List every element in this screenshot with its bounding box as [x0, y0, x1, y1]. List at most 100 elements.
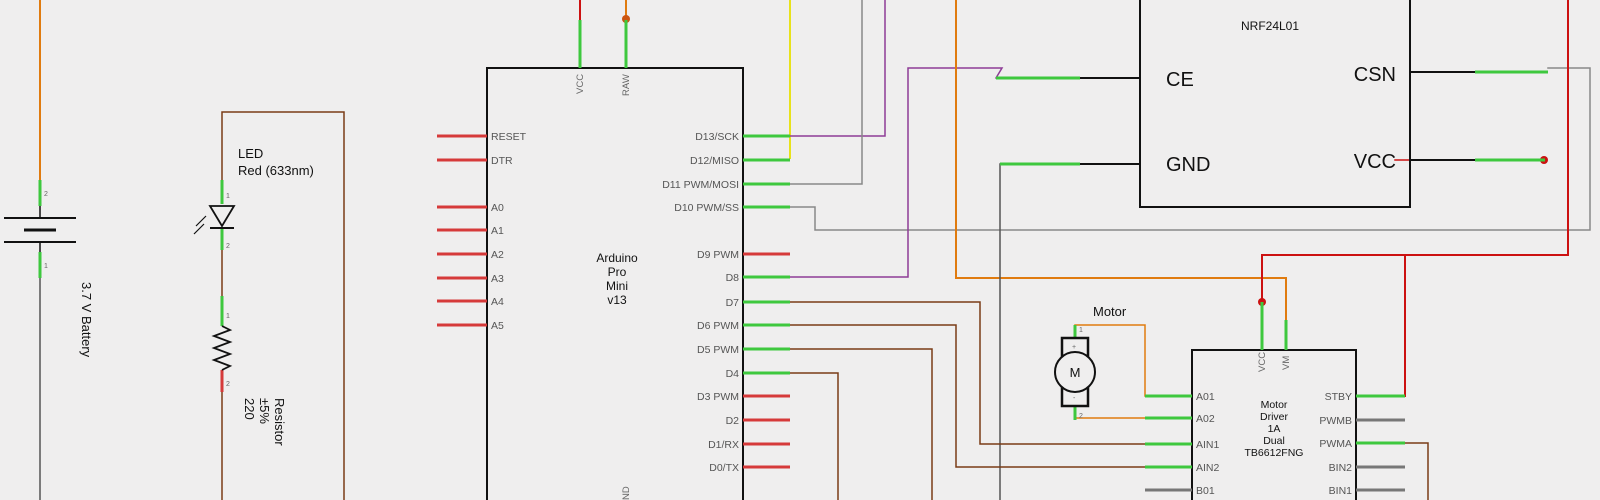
raw-junction-dot — [622, 15, 630, 23]
led-diode-triangle — [208, 205, 236, 228]
nrf-title: NRF24L01 — [1241, 19, 1299, 33]
nrf-pin-csn-label: CSN — [1354, 64, 1396, 86]
driver-title-line-5: TB6612FNG — [1245, 447, 1304, 459]
battery[interactable]: 2 1 3.7 V Battery — [4, 180, 94, 358]
d4-wire — [789, 372, 839, 500]
arduino-pin-a1-label: A1 — [491, 225, 504, 237]
led[interactable]: 1 2 LED Red (633nm) — [193, 146, 314, 250]
led-pin-bottom-label: 2 — [226, 243, 230, 250]
driver-pin-a02-label: A02 — [1196, 413, 1215, 425]
driver-pin-vm-label: VM — [1281, 356, 1292, 370]
arduino-pin-a2-label: A2 — [491, 249, 504, 261]
arduino-pin-d11-label: D11 PWM/MOSI — [662, 179, 739, 191]
nrf-outline — [1139, 0, 1411, 208]
arduino-pin-d7-label: D7 — [726, 297, 740, 309]
arduino-pin-d0-label: D0/TX — [709, 462, 739, 474]
driver-pin-bin1-label: BIN1 — [1329, 485, 1353, 497]
driver-pin-ain1-label: AIN1 — [1196, 439, 1220, 451]
led-sublabel: Red (633nm) — [238, 163, 314, 178]
arduino-pin-a0-label: A0 — [491, 202, 504, 214]
resistor[interactable]: 1 2 Resistor ±5% 220 — [211, 296, 287, 446]
d10-gray-wire — [789, 67, 1591, 231]
wires — [39, 0, 1591, 500]
arduino-pin-d1-label: D1/RX — [708, 439, 739, 451]
arduino-pro-mini[interactable]: VCC RAW ND RESET DTR A0 A1 A2 A3 A4 A5 — [437, 20, 790, 500]
led-label: LED — [238, 146, 263, 161]
arduino-pin-d10-label: D10 PWM/SS — [674, 202, 739, 214]
motor-symbol: M — [1070, 365, 1081, 380]
d13-purple-wire — [789, 0, 886, 137]
arduino-pin-gnd-label: ND — [621, 486, 632, 500]
raw-to-vm-wire — [955, 0, 1287, 321]
arduino-title-line-3: Mini — [606, 279, 628, 293]
nrf-pin-ce-label: CE — [1166, 69, 1194, 91]
resistor-value: 220 — [242, 398, 257, 420]
motor-pin-top-label: 1 — [1079, 327, 1083, 334]
vcc-red-rail — [1261, 0, 1569, 321]
driver-pin-pwmb-label: PWMB — [1319, 415, 1352, 427]
d8-purple-wire — [789, 67, 1004, 278]
arduino-pin-d13-label: D13/SCK — [695, 131, 739, 143]
arduino-title: Arduino Pro Mini v13 — [596, 251, 638, 307]
motor-circle-icon — [1054, 351, 1096, 393]
arduino-pin-d4-label: D4 — [726, 368, 740, 380]
arduino-right-pins: D13/SCK D12/MISO D11 PWM/MOSI D10 PWM/SS… — [662, 131, 790, 474]
led-light-arrows-icon — [193, 215, 207, 235]
arduino-title-line-4: v13 — [607, 293, 627, 307]
motor-label: Motor — [1093, 304, 1127, 319]
driver-outline — [1191, 349, 1357, 500]
nrf-pin-gnd-label: GND — [1166, 154, 1210, 176]
arduino-pin-vcc-label: VCC — [575, 74, 586, 94]
arduino-pin-d3-label: D3 PWM — [697, 391, 739, 403]
arduino-pin-d2-label: D2 — [726, 415, 740, 427]
arduino-outline — [486, 67, 744, 500]
driver-pin-stby-label: STBY — [1325, 391, 1352, 403]
resistor-tolerance: ±5% — [257, 398, 272, 424]
arduino-pin-a3-label: A3 — [491, 273, 504, 285]
arduino-pin-d6-label: D6 PWM — [697, 320, 739, 332]
led-pin-top-label: 1 — [226, 193, 230, 200]
battery-pin-bottom-label: 1 — [44, 263, 48, 270]
arduino-pin-a5-label: A5 — [491, 320, 504, 332]
resistor-pin-top-label: 1 — [226, 313, 230, 320]
battery-pin-top-label: 2 — [44, 191, 48, 198]
d5-wire — [789, 348, 933, 500]
stby-red-wire — [1389, 254, 1406, 397]
driver-pin-vcc-label: VCC — [1257, 352, 1268, 372]
arduino-pin-a4-label: A4 — [491, 296, 504, 308]
arduino-pin-raw-label: RAW — [621, 74, 632, 96]
nrf-pin-vcc-label: VCC — [1354, 151, 1396, 173]
arduino-pin-dtr-label: DTR — [491, 155, 513, 167]
d11-gray-wire — [789, 0, 863, 185]
arduino-left-pins: RESET DTR A0 A1 A2 A3 A4 A5 — [437, 131, 527, 332]
arduino-pin-d8-label: D8 — [726, 272, 740, 284]
d6-wire — [789, 324, 1146, 468]
nrf24l01-module[interactable]: NRF24L01 CE GND CSN VCC — [996, 0, 1548, 208]
motor-driver[interactable]: VCC VM A01 A02 AIN1 AIN2 B01 STBY PWMB P… — [1145, 302, 1405, 500]
driver-title-line-3: 1A — [1268, 423, 1281, 435]
arduino-title-line-1: Arduino — [596, 251, 638, 265]
driver-pin-a01-label: A01 — [1196, 391, 1215, 403]
driver-title: Motor Driver 1A Dual TB6612FNG — [1245, 399, 1304, 459]
driver-title-line-2: Driver — [1260, 411, 1289, 423]
arduino-pin-d12-label: D12/MISO — [690, 155, 739, 167]
d7-wire — [789, 301, 1146, 445]
driver-title-line-4: Dual — [1263, 435, 1285, 447]
resistor-pin-bottom-label: 2 — [226, 381, 230, 388]
resistor-label: Resistor — [272, 398, 287, 446]
led-resistor-loop-wire — [221, 111, 345, 500]
driver-pin-ain2-label: AIN2 — [1196, 462, 1220, 474]
battery-label: 3.7 V Battery — [79, 282, 94, 358]
arduino-title-line-2: Pro — [608, 265, 627, 279]
resistor-zigzag — [211, 325, 233, 371]
motor-minus-label: - — [1073, 395, 1076, 402]
driver-pin-bin2-label: BIN2 — [1329, 462, 1353, 474]
motor-plus-label: + — [1072, 344, 1076, 351]
arduino-pin-reset-label: RESET — [491, 131, 527, 143]
driver-title-line-1: Motor — [1261, 399, 1288, 411]
motor[interactable]: Motor M + - 1 2 — [1054, 304, 1127, 420]
driver-pin-b01-label: B01 — [1196, 485, 1215, 497]
arduino-pin-d5-label: D5 PWM — [697, 344, 739, 356]
